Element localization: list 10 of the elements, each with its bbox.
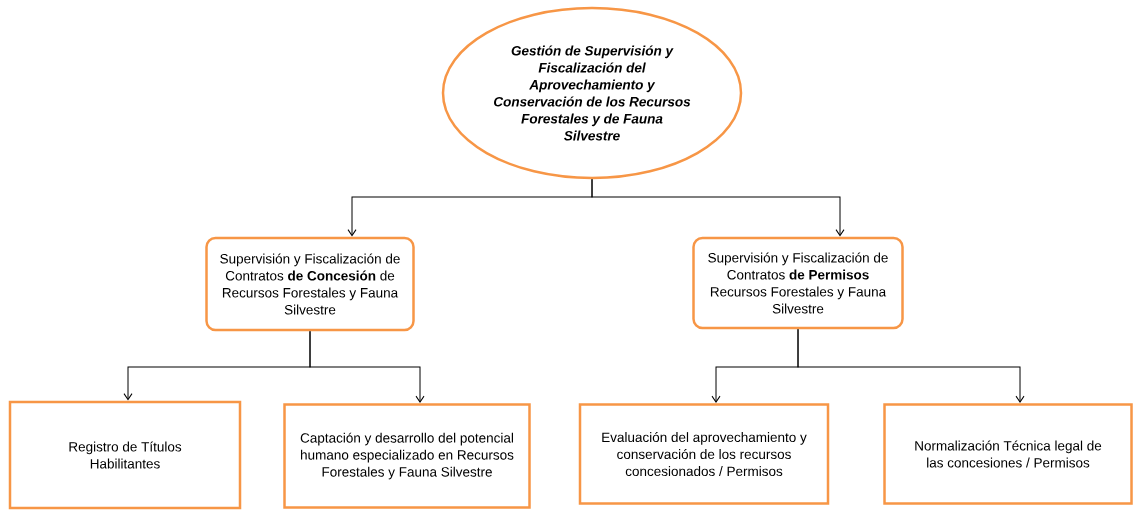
process-box: Captación y desarrollo del potencial humano especializado en Recursos Forestales y Fauna Silvestre [283, 403, 531, 509]
process-box: Registro de Títulos Habilitantes [8, 400, 242, 510]
rounded-box: Supervisión y Fiscalización de Contratos de Permisos Recursos Forestales y Fauna Silvestre [692, 236, 904, 330]
rounded-box: Supervisión y Fiscalización de Contratos de Concesión de Recursos Forestales y Fauna Silvestre [205, 236, 415, 332]
arrow [309, 330, 425, 403]
process-box: Evaluación del aprovechamiento y conservación de los recursos concesionados / Permisos [578, 403, 830, 505]
oval-node: Gestión de Supervisión y Fiscalización del Aprovechamiento y Conservación de los Recursos Forestales y de Fauna Silvestre [441, 6, 743, 180]
arrow [591, 178, 845, 237]
process-box: Normalización Técnica legal de las concesiones / Permisos [883, 403, 1133, 505]
arrow [797, 328, 1025, 403]
